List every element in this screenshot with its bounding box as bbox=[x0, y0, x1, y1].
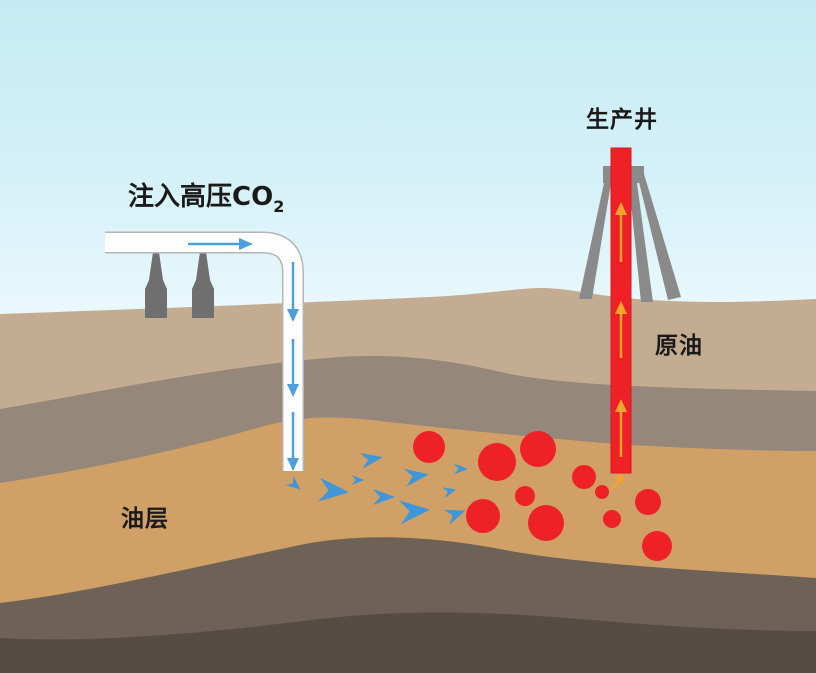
derrick-leg-middle bbox=[629, 183, 653, 302]
derrick-leg-left bbox=[579, 183, 611, 299]
oil-flow-arrow bbox=[615, 399, 627, 457]
co2-flow-dart bbox=[403, 468, 429, 487]
oil-flow-arrow bbox=[615, 202, 627, 262]
oil-flow-arrows bbox=[610, 202, 627, 491]
injection-flow-arrow-vertical bbox=[287, 412, 299, 471]
oil-droplet bbox=[635, 489, 661, 515]
oil-droplet bbox=[515, 486, 535, 506]
oil-droplet bbox=[466, 499, 500, 533]
injection-flow-arrow-vertical bbox=[287, 262, 299, 322]
inject-co2-label: 注入高压CO2 bbox=[128, 184, 284, 215]
oil-droplet bbox=[528, 505, 564, 541]
co2-flow-dart bbox=[285, 475, 301, 490]
oil-droplets bbox=[413, 431, 672, 561]
injection-flow-arrow-vertical bbox=[287, 339, 299, 397]
oil-droplet bbox=[595, 485, 609, 499]
oil-flow-arrow bbox=[615, 301, 627, 358]
oil-droplet bbox=[642, 531, 672, 561]
crude-oil-label: 原油 bbox=[655, 333, 703, 359]
oil-droplet bbox=[413, 431, 445, 463]
oil-droplet bbox=[603, 510, 621, 528]
oil-droplet bbox=[520, 431, 556, 467]
oil-droplet bbox=[478, 443, 516, 481]
inject-co2-label-subscript: 2 bbox=[273, 197, 285, 216]
oil-reservoir-label: 油层 bbox=[121, 506, 169, 532]
co2-flow-dart bbox=[442, 487, 457, 498]
co2-flow-dart bbox=[359, 453, 383, 469]
refinery-tower-left bbox=[145, 252, 167, 318]
injection-flow-arrows bbox=[188, 238, 299, 471]
oil-inlet-arrow bbox=[610, 474, 624, 491]
oil-droplet bbox=[572, 465, 596, 489]
co2-flow-dart bbox=[318, 477, 349, 502]
co2-flow-dart bbox=[454, 463, 468, 475]
co2-flow-dart bbox=[351, 475, 365, 485]
inject-co2-label-main: 注入高压CO bbox=[128, 182, 274, 212]
co2-flow-dart bbox=[443, 509, 466, 525]
derrick-leg-right bbox=[636, 170, 681, 300]
refinery-tower-right bbox=[192, 252, 214, 318]
co2-flow-dart bbox=[373, 489, 395, 505]
bedrock-layer bbox=[0, 612, 816, 673]
co2-flow-dart bbox=[399, 500, 430, 525]
injection-flow-arrow-horizontal bbox=[188, 238, 253, 250]
co2-darts bbox=[285, 453, 468, 525]
production-well-label: 生产井 bbox=[586, 107, 658, 133]
